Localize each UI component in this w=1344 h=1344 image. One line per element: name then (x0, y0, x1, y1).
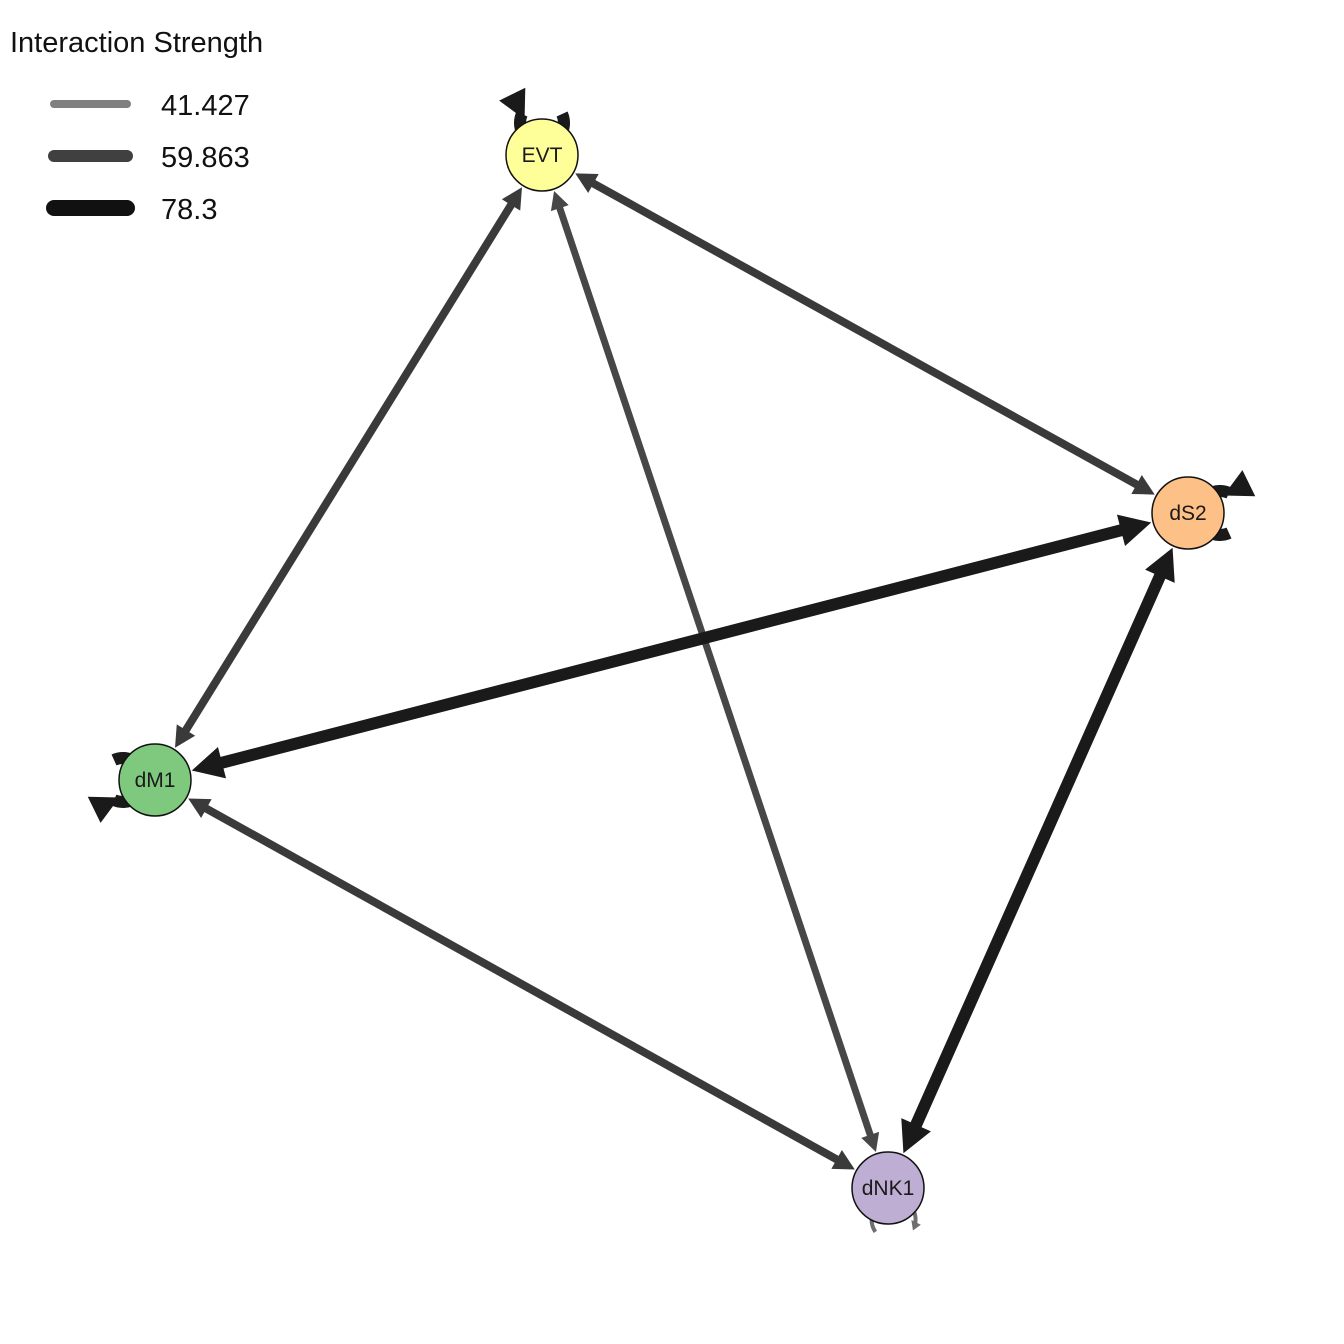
legend-label: 78.3 (161, 194, 217, 226)
edge-line (909, 571, 1167, 1130)
legend: Interaction Strength 41.427 59.863 78.3 (10, 27, 263, 226)
node-label: dM1 (135, 769, 176, 792)
node-circle (1151, 476, 1225, 550)
edge-arrowhead (175, 724, 196, 748)
edge-arrowhead (901, 1118, 931, 1154)
node-dM1: dM1 (118, 743, 192, 817)
edge-arrowhead (550, 191, 569, 212)
edge-arrowhead (1223, 470, 1256, 497)
node-label: EVT (522, 144, 563, 167)
edge-dM1-dS2 (191, 514, 1152, 779)
edge-line (590, 179, 1140, 489)
edge-arrowhead (499, 87, 526, 120)
node-circle (851, 1151, 925, 1225)
edge-arrowhead (831, 1149, 855, 1170)
nodes: EVT dS2 dM1 dNK1 (118, 118, 1225, 1225)
edge-arrowhead (1131, 475, 1155, 495)
legend-item: 41.427 (50, 90, 250, 122)
node-EVT: EVT (505, 118, 579, 192)
edge-arrowhead (1145, 547, 1175, 583)
node-circle (505, 118, 579, 192)
edge-arrowhead (188, 798, 212, 819)
node-label: dNK1 (862, 1177, 915, 1200)
edge-EVT-dM1 (175, 187, 522, 748)
legend-title: Interaction Strength (10, 27, 263, 59)
edges (175, 173, 1175, 1170)
self-loops (87, 87, 1256, 1233)
edge-arrowhead (501, 187, 522, 211)
node-dS2: dS2 (1151, 476, 1225, 550)
edge-arrowhead (1116, 514, 1152, 547)
legend-item: 78.3 (46, 194, 217, 226)
edge-line (203, 804, 840, 1164)
node-dNK1: dNK1 (851, 1151, 925, 1225)
legend-item: 59.863 (48, 142, 250, 174)
edge-arrowhead (575, 173, 599, 193)
edge-dS2-dNK1 (901, 547, 1175, 1154)
edge-line (181, 201, 516, 734)
edge-arrowhead (87, 796, 120, 823)
edge-arrowhead (911, 1220, 921, 1231)
edge-line (218, 523, 1125, 770)
edge-EVT-dNK1 (550, 191, 880, 1152)
node-label: dS2 (1169, 502, 1206, 525)
edge-arrowhead (861, 1131, 880, 1152)
edge-dM1-dNK1 (188, 798, 855, 1170)
edge-line (556, 205, 874, 1138)
legend-label: 41.427 (161, 90, 250, 122)
edge-EVT-dS2 (575, 173, 1155, 495)
node-circle (118, 743, 192, 817)
legend-label: 59.863 (161, 142, 250, 174)
edge-arrowhead (191, 746, 227, 779)
